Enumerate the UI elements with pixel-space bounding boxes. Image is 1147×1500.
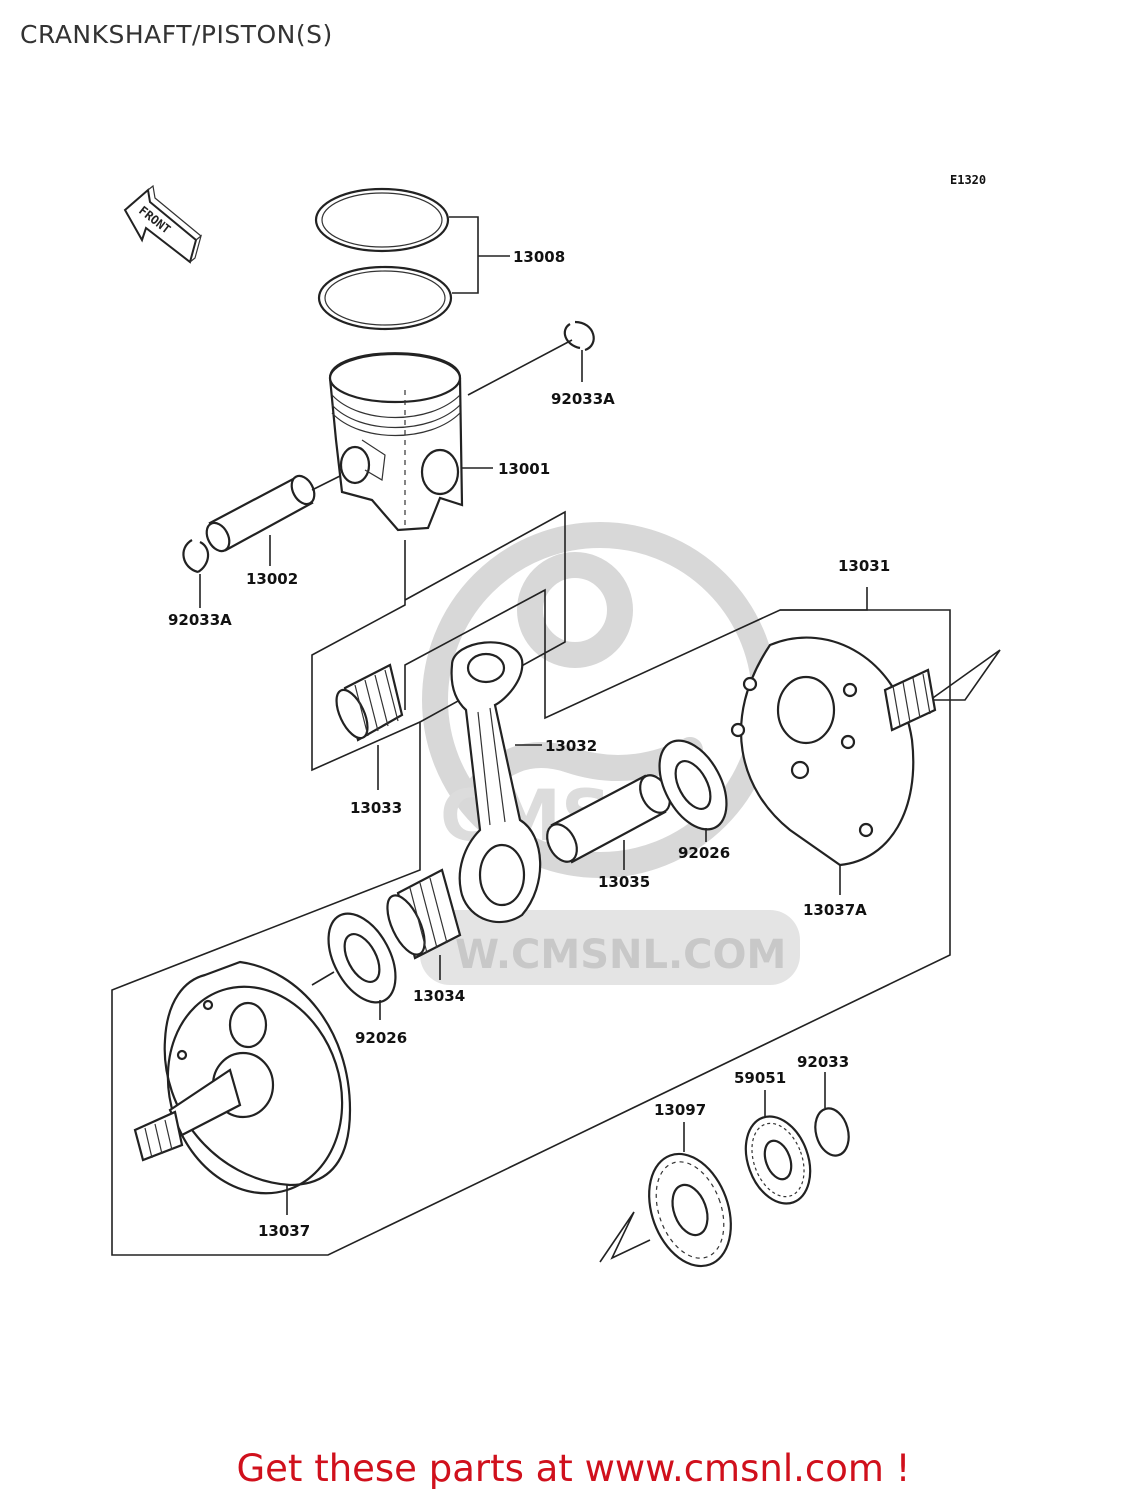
piston [328,352,493,532]
page-title: CRANKSHAFT/PISTON(S) [20,20,333,49]
part-label-13034: 13034 [413,987,465,1005]
part-label-59051: 59051 [734,1069,786,1087]
small-end-bearing [335,663,404,790]
watermark-banner [420,910,800,985]
part-label-92033a-left: 92033A [168,611,232,629]
footer-banner: Get these parts at www.cmsnl.com ! [236,1447,911,1490]
small-gear [744,1090,812,1205]
diagram-code: E1320 [950,173,986,187]
part-label-92033: 92033 [797,1053,849,1071]
circlip-top [467,320,595,396]
part-label-13035: 13035 [598,873,650,891]
piston-rings [314,187,510,331]
watermark-logo-head [517,552,633,668]
part-label-92026-left: 92026 [355,1029,407,1047]
part-label-13097: 13097 [654,1101,706,1119]
part-label-13002: 13002 [246,570,298,588]
crank-flywheel-left [133,960,352,1215]
circlip-left [182,539,210,608]
part-label-13033: 13033 [350,799,402,817]
part-label-13031: 13031 [838,557,890,575]
watermark-text: W.CMSNL.COM [455,932,786,978]
part-label-13037: 13037 [258,1222,310,1240]
part-label-13032: 13032 [545,737,597,755]
part-label-13001: 13001 [498,460,550,478]
thrust-washer-right [658,739,728,842]
piston-pin [205,474,341,566]
connecting-rod [450,641,542,924]
part-label-13037a: 13037A [803,901,867,919]
part-label-92026-right: 92026 [678,844,730,862]
front-arrow-icon: FRONT [123,184,203,264]
part-label-13008: 13008 [513,248,565,266]
crank-gear [599,1122,732,1268]
circlip-gear [814,1072,850,1157]
big-end-bearing [386,868,462,980]
thrust-washer-left [311,912,397,1020]
crank-flywheel-right [730,636,937,895]
part-label-92033a-top: 92033A [551,390,615,408]
